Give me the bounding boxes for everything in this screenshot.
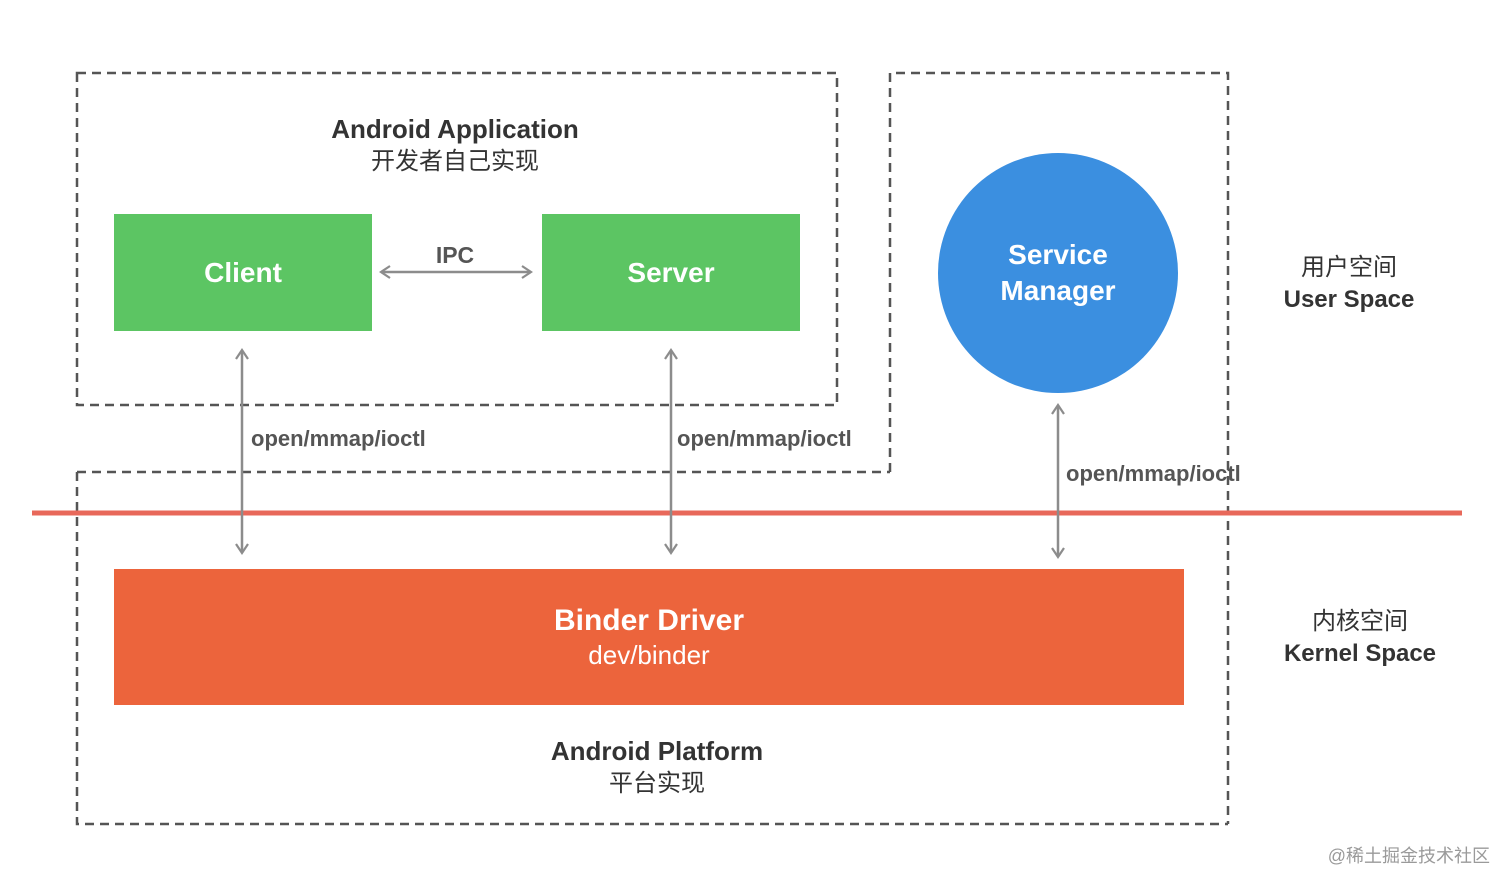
server-driver-edge-label: open/mmap/ioctl xyxy=(677,426,852,451)
binder-driver-subtitle: dev/binder xyxy=(588,640,710,670)
platform-group-border xyxy=(75,472,1228,826)
service-manager-node: Service Manager xyxy=(938,153,1178,393)
platform-subtitle: 平台实现 xyxy=(609,770,705,797)
client-driver-edge-label: open/mmap/ioctl xyxy=(251,426,426,451)
application-title: Android Application xyxy=(331,114,579,144)
binder-driver-node: Binder Driver dev/binder xyxy=(114,569,1184,705)
service-manager-line1: Service xyxy=(1008,239,1108,270)
binder-driver-title: Binder Driver xyxy=(553,604,745,637)
kernel-space-cn: 内核空间 xyxy=(1312,608,1408,635)
user-space-en: User Space xyxy=(1283,286,1415,313)
service-manager-group-border xyxy=(888,71,1230,824)
service-manager-line2: Manager xyxy=(1000,275,1116,306)
server-node: Server xyxy=(542,214,800,331)
watermark: @稀土掘金技术社区 xyxy=(1327,846,1490,866)
application-subtitle: 开发者自己实现 xyxy=(371,148,539,175)
platform-group-label: Android Platform 平台实现 xyxy=(507,734,807,800)
platform-title: Android Platform xyxy=(550,736,764,766)
ipc-label: IPC xyxy=(435,242,475,268)
server-label: Server xyxy=(627,256,715,288)
application-group-label: Android Application 开发者自己实现 xyxy=(300,112,610,178)
sm-driver-edge-label: open/mmap/ioctl xyxy=(1066,461,1241,486)
client-node: Client xyxy=(114,214,372,331)
user-space-cn: 用户空间 xyxy=(1301,254,1397,281)
kernel-space-en: Kernel Space xyxy=(1283,640,1437,667)
user-space-label: 用户空间 User Space xyxy=(1259,252,1439,316)
client-label: Client xyxy=(204,256,282,288)
kernel-space-label: 内核空间 Kernel Space xyxy=(1265,606,1455,670)
application-group-border xyxy=(75,71,839,407)
